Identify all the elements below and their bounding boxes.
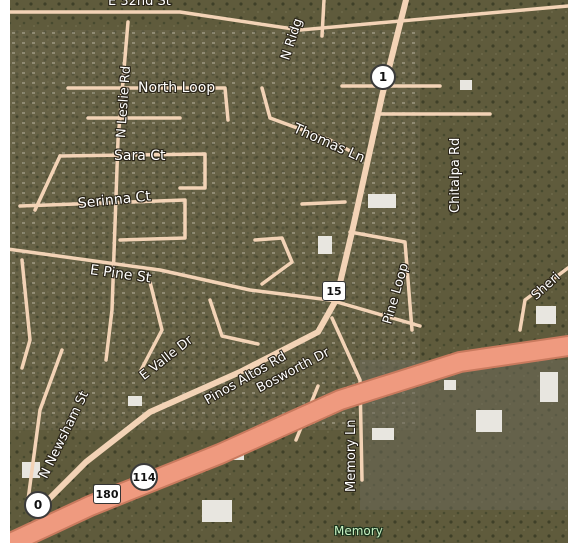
route-180-shield[interactable]: 180 xyxy=(93,484,121,504)
route-0-shield[interactable]: 0 xyxy=(24,491,52,519)
label-sara-ct: Sara Ct xyxy=(114,148,166,164)
route-15-road xyxy=(37,0,409,511)
left-frame xyxy=(0,0,10,550)
poi-memory[interactable]: Memory xyxy=(334,524,383,538)
label-north-loop: North Loop xyxy=(138,80,216,96)
minor-roads xyxy=(0,0,568,502)
highway-180 xyxy=(0,337,568,550)
label-memory-ln: Memory Ln xyxy=(344,419,359,492)
bottom-frame xyxy=(0,543,568,550)
route-15-shield[interactable]: 15 xyxy=(322,281,346,301)
route-1-shield[interactable]: 1 xyxy=(370,64,396,90)
label-e-32nd-st: E 32nd St xyxy=(108,0,171,9)
route-114-shield[interactable]: 114 xyxy=(130,463,158,491)
label-chitalpa-rd: Chitalpa Rd xyxy=(448,137,463,213)
